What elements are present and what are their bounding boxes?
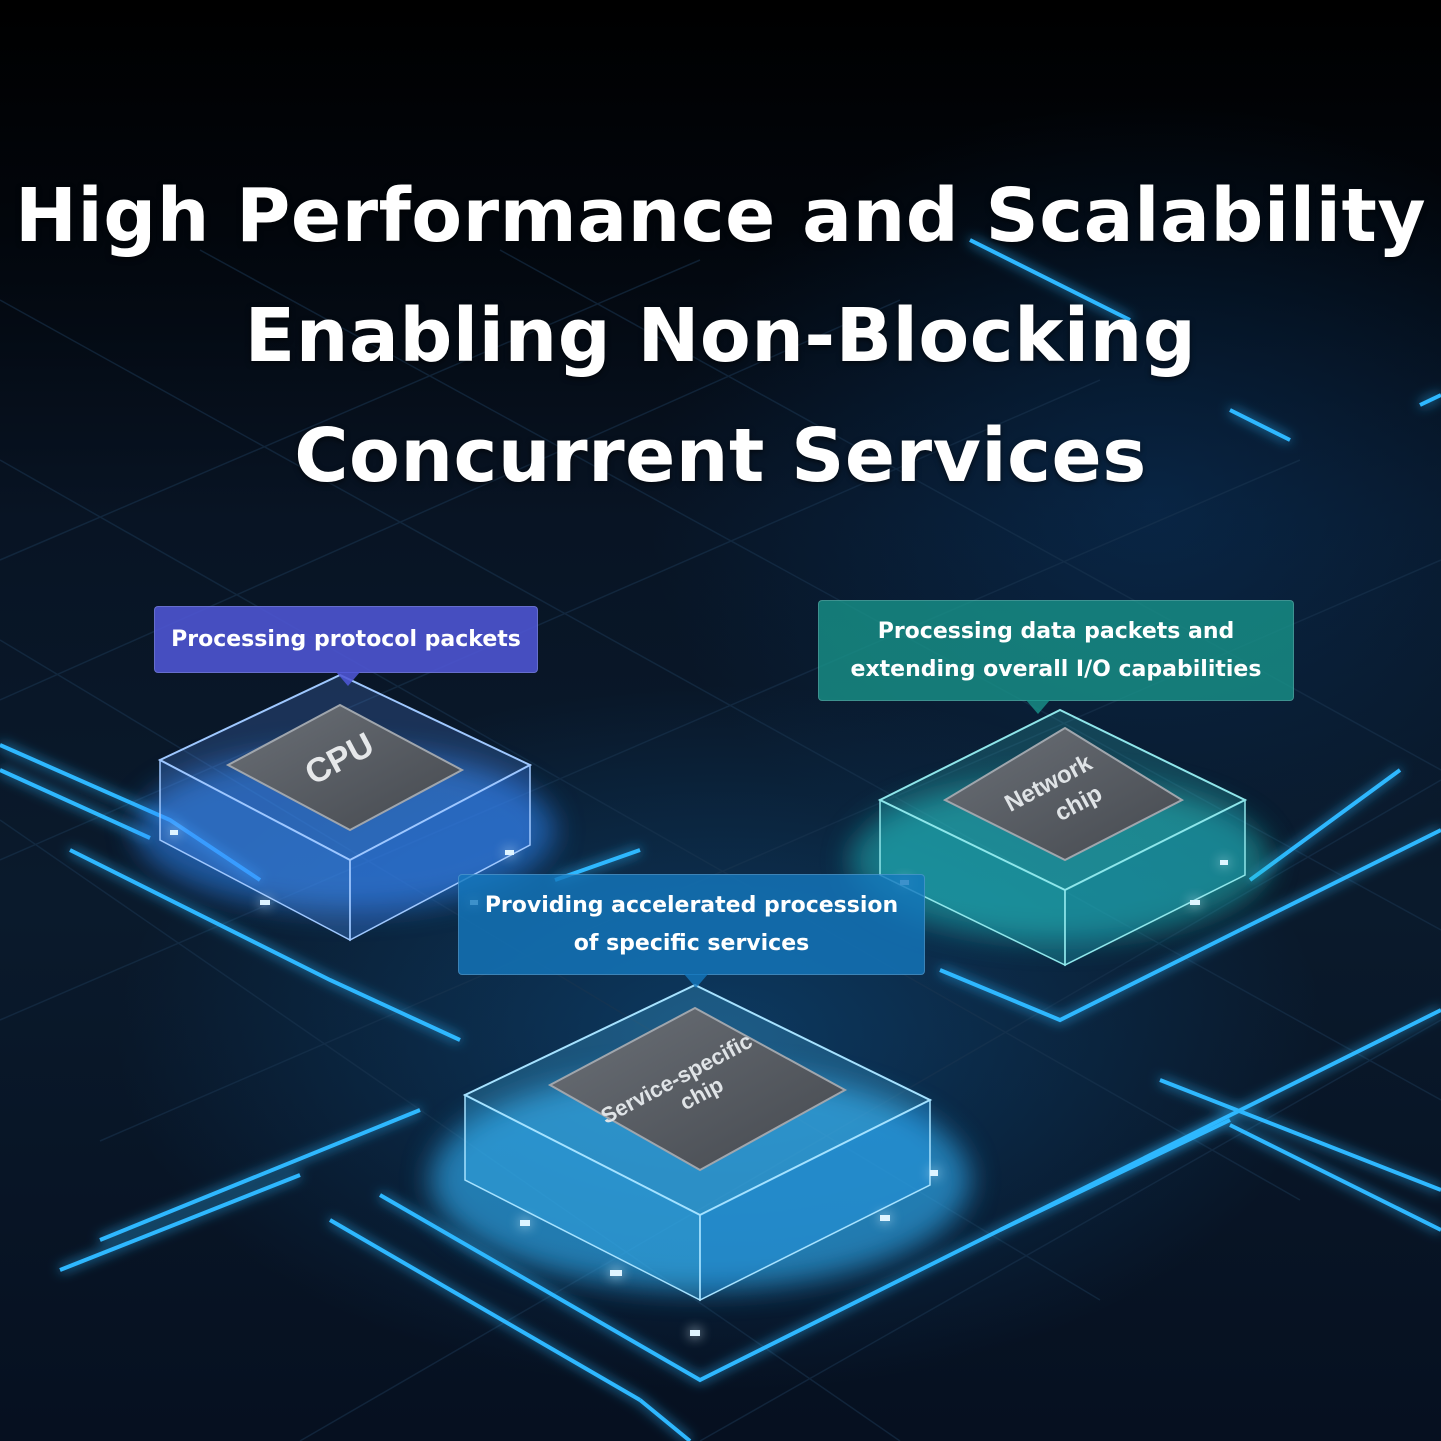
cpu-callout: Processing protocol packets [154, 606, 538, 686]
headline-line-3: Concurrent Services [294, 413, 1147, 499]
network-chip: Network chip [877, 708, 1248, 967]
callout-pointer [1026, 700, 1050, 714]
headline-line-1: High Performance and Scalability [14, 173, 1427, 259]
service-chip: Service-specific chip [462, 983, 933, 1302]
network-callout-line2: extending overall I/O capabilities [850, 657, 1262, 682]
service-callout-line2: of specific services [573, 931, 810, 956]
callout-pointer [683, 974, 708, 988]
service-callout: Providing accelerated procession of spec… [458, 874, 925, 988]
circuit-grid [0, 249, 1441, 1441]
service-callout-line1: Providing accelerated procession [484, 893, 899, 918]
chip-glow [135, 750, 1270, 1290]
cpu-callout-text: Processing protocol packets [171, 627, 521, 652]
network-callout-line1: Processing data packets and [877, 619, 1235, 644]
headline-line-2: Enabling Non-Blocking [244, 293, 1197, 379]
cpu-chip: CPU [157, 673, 533, 942]
network-callout: Processing data packets and extending ov… [818, 600, 1294, 714]
callout-pointer [336, 672, 360, 686]
